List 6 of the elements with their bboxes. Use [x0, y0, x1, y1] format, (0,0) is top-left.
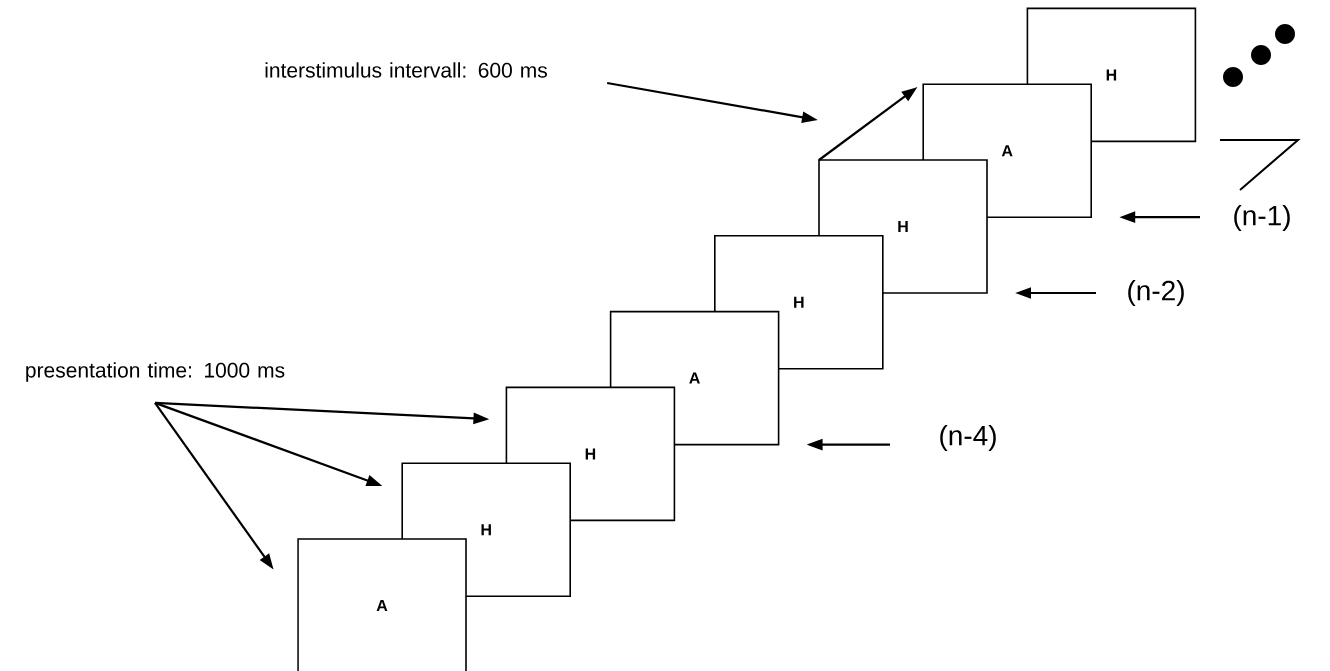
annotation-label: interstimulus intervall: 600 ms: [265, 62, 547, 78]
annotation-label: (n-4): [940, 424, 996, 452]
annotation-label: (n-2): [1128, 279, 1184, 307]
stimulus-card: A: [297, 538, 467, 671]
annotation-label: (n-1): [1234, 204, 1290, 232]
annotation-label: presentation time: 1000 ms: [26, 362, 285, 382]
